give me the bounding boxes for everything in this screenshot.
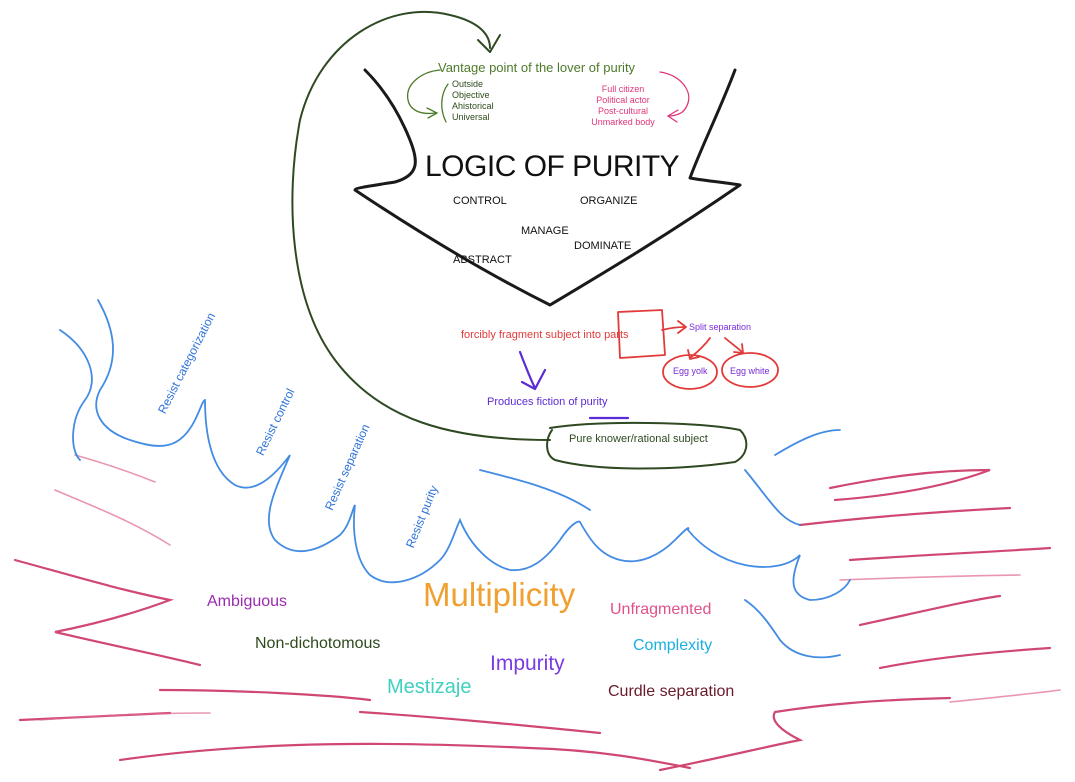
vantage-left-item: Outside (452, 79, 484, 89)
logic-word-manage: MANAGE (521, 225, 569, 237)
vantage-right-item: Post-cultural (597, 106, 649, 116)
vantage-right-list: Full citizen Political actor Post-cultur… (583, 84, 663, 128)
term-unfragmented: Unfragmented (610, 601, 712, 618)
split-diagram (617, 309, 779, 390)
term-impurity: Impurity (490, 652, 565, 675)
term-curdle-separation: Curdle separation (608, 683, 735, 700)
logic-word-abstract: ABSTRACT (453, 254, 512, 266)
logic-word-control: CONTROL (453, 195, 507, 207)
term-multiplicity: Multiplicity (423, 576, 576, 613)
egg-white-label: Egg white (730, 366, 770, 376)
split-label: Split separation (689, 322, 752, 332)
logic-title: LOGIC OF PURITY (425, 150, 680, 183)
vantage-right-item: Political actor (596, 95, 650, 105)
term-non-dichotomous: Non-dichotomous (255, 635, 381, 652)
crimson-scribbles (13, 468, 1052, 772)
pure-knower-label: Pure knower/rational subject (569, 433, 708, 445)
term-mestizaje: Mestizaje (387, 676, 472, 698)
green-bracket (407, 69, 449, 123)
vantage-right-item: Unmarked body (591, 117, 655, 127)
vantage-left-list: Outside Objective Ahistorical Universal (452, 79, 494, 123)
vantage-right-item: Full citizen (601, 84, 645, 94)
logic-word-dominate: DOMINATE (574, 240, 632, 252)
logic-arrow (353, 68, 742, 307)
vantage-left-item: Objective (452, 90, 490, 100)
egg-yolk-label: Egg yolk (673, 366, 708, 376)
fragment-label: forcibly fragment subject into parts (461, 329, 629, 341)
vantage-title: Vantage point of the lover of purity (438, 60, 636, 75)
purple-arrow (518, 350, 630, 420)
vantage-left-item: Universal (452, 112, 490, 122)
loop-arrow (291, 10, 748, 470)
pink-scribbles (39, 454, 1061, 721)
vantage-left-item: Ahistorical (452, 101, 494, 111)
term-complexity: Complexity (633, 637, 713, 654)
logic-word-organize: ORGANIZE (580, 195, 638, 207)
pink-bracket (659, 71, 690, 123)
resist-wave (59, 299, 851, 659)
fiction-label: Produces fiction of purity (487, 396, 608, 408)
term-ambiguous: Ambiguous (207, 593, 288, 610)
